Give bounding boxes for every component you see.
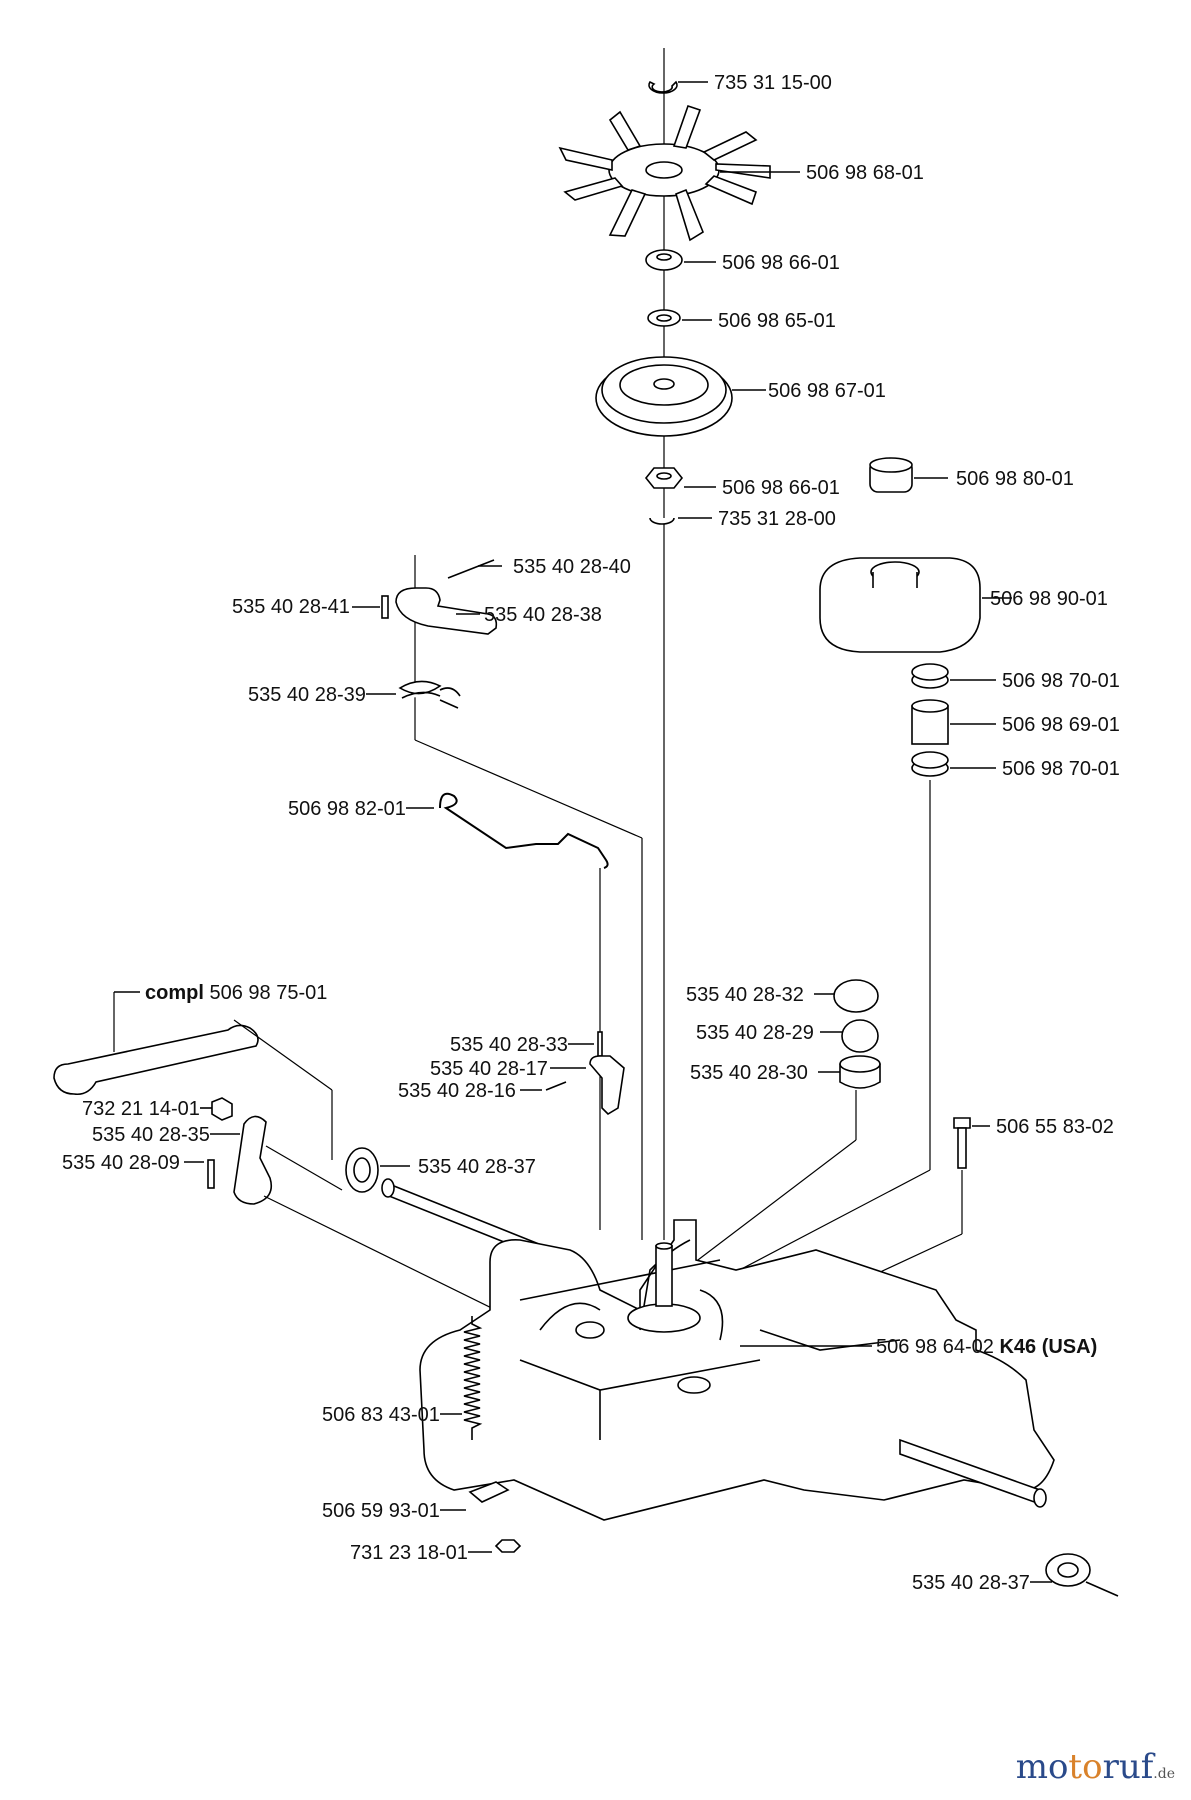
part-number: 506 98 75-01	[209, 982, 328, 1004]
part-label: 535 40 28-38	[484, 604, 602, 626]
part-label: 506 59 93-01	[322, 1500, 440, 1522]
pulley-icon	[595, 356, 733, 437]
transaxle-icon	[381, 1178, 1055, 1521]
part-label: 535 40 28-17	[430, 1058, 548, 1080]
part-label: 506 98 68-01	[806, 162, 924, 184]
part-label: 535 40 28-39	[248, 684, 366, 706]
part-label: 506 83 43-01	[322, 1404, 440, 1426]
fan-icon	[558, 104, 771, 242]
part-label: 535 40 28-37	[418, 1156, 536, 1178]
part-label: 506 98 67-01	[768, 380, 886, 402]
motoruf-logo: motoruf.de	[1016, 1749, 1175, 1792]
part-label: 535 40 28-41	[232, 596, 350, 618]
part-label: 506 98 70-01	[1002, 670, 1120, 692]
part-label: 535 40 28-29	[696, 1022, 814, 1044]
part-label: 506 98 69-01	[1002, 714, 1120, 736]
compl-tag: compl	[145, 982, 204, 1004]
part-label: 506 98 66-01	[722, 252, 840, 274]
part-label: 535 40 28-35	[92, 1124, 210, 1146]
part-label: 506 98 82-01	[288, 798, 406, 820]
part-label: 732 21 14-01	[82, 1098, 200, 1120]
part-label: 731 23 18-01	[350, 1542, 468, 1564]
part-label: 535 40 28-37	[912, 1572, 1030, 1594]
part-label: 535 40 28-16	[398, 1080, 516, 1102]
part-label: 535 40 28-30	[690, 1062, 808, 1084]
part-label: 506 98 65-01	[718, 310, 836, 332]
part-label: 506 98 70-01	[1002, 758, 1120, 780]
reservoir-icon	[819, 557, 981, 653]
part-label: 535 40 28-32	[686, 984, 804, 1006]
part-label: 535 40 28-09	[62, 1152, 180, 1174]
logo-part: ruf	[1102, 1747, 1154, 1787]
part-number: 506 98 64-02	[876, 1336, 994, 1358]
logo-tld: .de	[1153, 1766, 1175, 1782]
part-label-k46: 506 98 64-02 K46 (USA)	[876, 1336, 1097, 1358]
logo-part: to	[1068, 1747, 1103, 1787]
part-label: 735 31 28-00	[718, 508, 836, 530]
part-label-compl: compl 506 98 75-01	[145, 982, 327, 1004]
logo-part: mo	[1015, 1747, 1069, 1787]
part-label: 535 40 28-40	[513, 556, 631, 578]
part-label: 535 40 28-33	[450, 1034, 568, 1056]
part-label: 506 55 83-02	[996, 1116, 1114, 1138]
circlip-icon	[648, 80, 678, 94]
part-label: 735 31 15-00	[714, 72, 832, 94]
part-label: 506 98 90-01	[990, 588, 1108, 610]
part-label: 506 98 80-01	[956, 468, 1074, 490]
part-label: 506 98 66-01	[722, 477, 840, 499]
model-tag: K46 (USA)	[999, 1336, 1098, 1358]
